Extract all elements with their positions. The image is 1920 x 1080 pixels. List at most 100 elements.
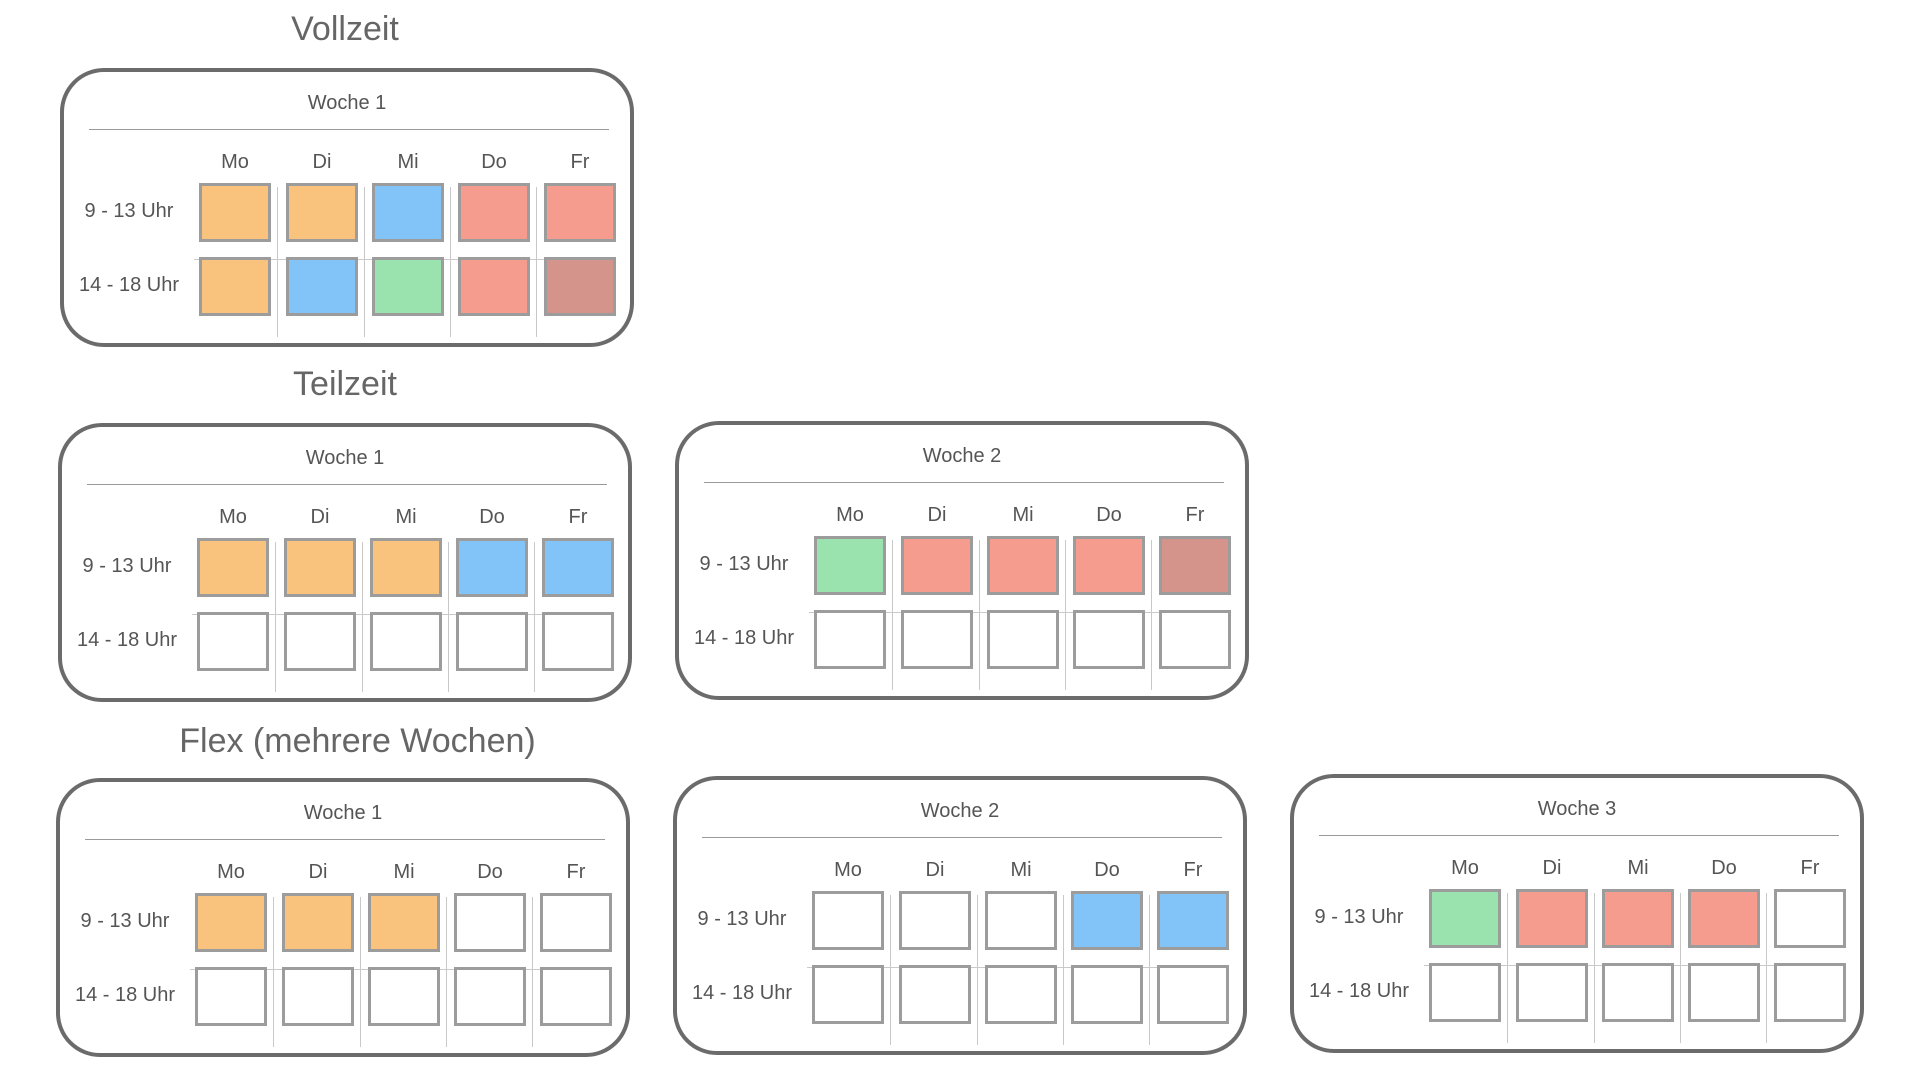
day-label: Di [312, 151, 332, 173]
day-label: Do [477, 861, 503, 883]
slot-do-afternoon [1688, 963, 1760, 1022]
slot-mo-afternoon [812, 965, 884, 1024]
slot-di-afternoon [284, 612, 356, 671]
day-label: Fr [1185, 504, 1205, 526]
time-label: 14 - 18 Uhr [78, 274, 180, 296]
day-label: Do [481, 151, 507, 173]
slot-do-afternoon [456, 612, 528, 671]
grid-divider [448, 542, 449, 692]
slot-fr-morning [1774, 889, 1846, 948]
slot-mo-afternoon [195, 967, 267, 1026]
slot-fr-afternoon [1774, 963, 1846, 1022]
slot-mo-afternoon [814, 610, 886, 669]
slot-mo-afternoon [199, 257, 271, 316]
week-divider [87, 484, 607, 485]
week-title: Woche 1 [307, 92, 387, 114]
day-label: Mi [397, 151, 419, 173]
slot-fr-afternoon [542, 612, 614, 671]
slot-do-morning [456, 538, 528, 597]
grid-divider [1063, 895, 1064, 1045]
grid-divider [1149, 895, 1150, 1045]
week-divider [85, 839, 605, 840]
time-label: 14 - 18 Uhr [691, 982, 793, 1004]
slot-do-morning [458, 183, 530, 242]
week-title: Woche 3 [1537, 798, 1617, 820]
day-label: Do [1096, 504, 1122, 526]
grid-divider [890, 895, 891, 1045]
day-label: Fr [570, 151, 590, 173]
slot-do-afternoon [1073, 610, 1145, 669]
time-label: 14 - 18 Uhr [74, 984, 176, 1006]
slot-di-afternoon [286, 257, 358, 316]
slot-mi-morning [372, 183, 444, 242]
grid-divider [536, 187, 537, 337]
day-label: Fr [1183, 859, 1203, 881]
grid-divider [446, 897, 447, 1047]
grid-divider [977, 895, 978, 1045]
slot-mo-afternoon [197, 612, 269, 671]
day-label: Fr [1800, 857, 1820, 879]
grid-divider [362, 542, 363, 692]
grid-divider [1507, 893, 1508, 1043]
day-label: Di [1542, 857, 1562, 879]
slot-di-afternoon [1516, 963, 1588, 1022]
section-title: Flex (mehrere Wochen) [179, 722, 536, 760]
day-label: Mi [1010, 859, 1032, 881]
grid-divider [1065, 540, 1066, 690]
week-title: Woche 1 [305, 447, 385, 469]
time-label: 14 - 18 Uhr [693, 627, 795, 649]
grid-divider [450, 187, 451, 337]
grid-divider [1594, 893, 1595, 1043]
slot-do-afternoon [1071, 965, 1143, 1024]
slot-mi-afternoon [370, 612, 442, 671]
slot-fr-afternoon [540, 967, 612, 1026]
slot-do-afternoon [454, 967, 526, 1026]
week-title: Woche 1 [303, 802, 383, 824]
slot-mo-morning [199, 183, 271, 242]
slot-fr-morning [542, 538, 614, 597]
slot-fr-morning [1159, 536, 1231, 595]
grid-divider [979, 540, 980, 690]
grid-divider [273, 897, 274, 1047]
week-divider [704, 482, 1224, 483]
slot-fr-morning [1157, 891, 1229, 950]
slot-di-morning [286, 183, 358, 242]
section-title: Vollzeit [291, 10, 399, 48]
slot-mo-morning [812, 891, 884, 950]
time-label: 9 - 13 Uhr [1314, 906, 1404, 928]
slot-mi-afternoon [1602, 963, 1674, 1022]
slot-do-morning [454, 893, 526, 952]
week-title: Woche 2 [920, 800, 1000, 822]
slot-mi-morning [985, 891, 1057, 950]
slot-mi-afternoon [368, 967, 440, 1026]
day-label: Mi [393, 861, 415, 883]
slot-di-morning [899, 891, 971, 950]
time-label: 14 - 18 Uhr [1308, 980, 1410, 1002]
day-label: Mo [221, 151, 249, 173]
day-label: Mo [834, 859, 862, 881]
day-label: Di [925, 859, 945, 881]
slot-mi-afternoon [985, 965, 1057, 1024]
slot-fr-morning [540, 893, 612, 952]
grid-divider [534, 542, 535, 692]
grid-divider [1766, 893, 1767, 1043]
day-label: Di [927, 504, 947, 526]
slot-di-afternoon [901, 610, 973, 669]
slot-mo-afternoon [1429, 963, 1501, 1022]
slot-do-morning [1073, 536, 1145, 595]
slot-mo-morning [1429, 889, 1501, 948]
slot-fr-afternoon [1159, 610, 1231, 669]
time-label: 14 - 18 Uhr [76, 629, 178, 651]
slot-do-morning [1688, 889, 1760, 948]
time-label: 9 - 13 Uhr [697, 908, 787, 930]
slot-di-afternoon [282, 967, 354, 1026]
slot-di-morning [1516, 889, 1588, 948]
day-label: Mi [1627, 857, 1649, 879]
slot-mo-morning [814, 536, 886, 595]
slot-mo-morning [195, 893, 267, 952]
week-divider [702, 837, 1222, 838]
slot-mo-morning [197, 538, 269, 597]
